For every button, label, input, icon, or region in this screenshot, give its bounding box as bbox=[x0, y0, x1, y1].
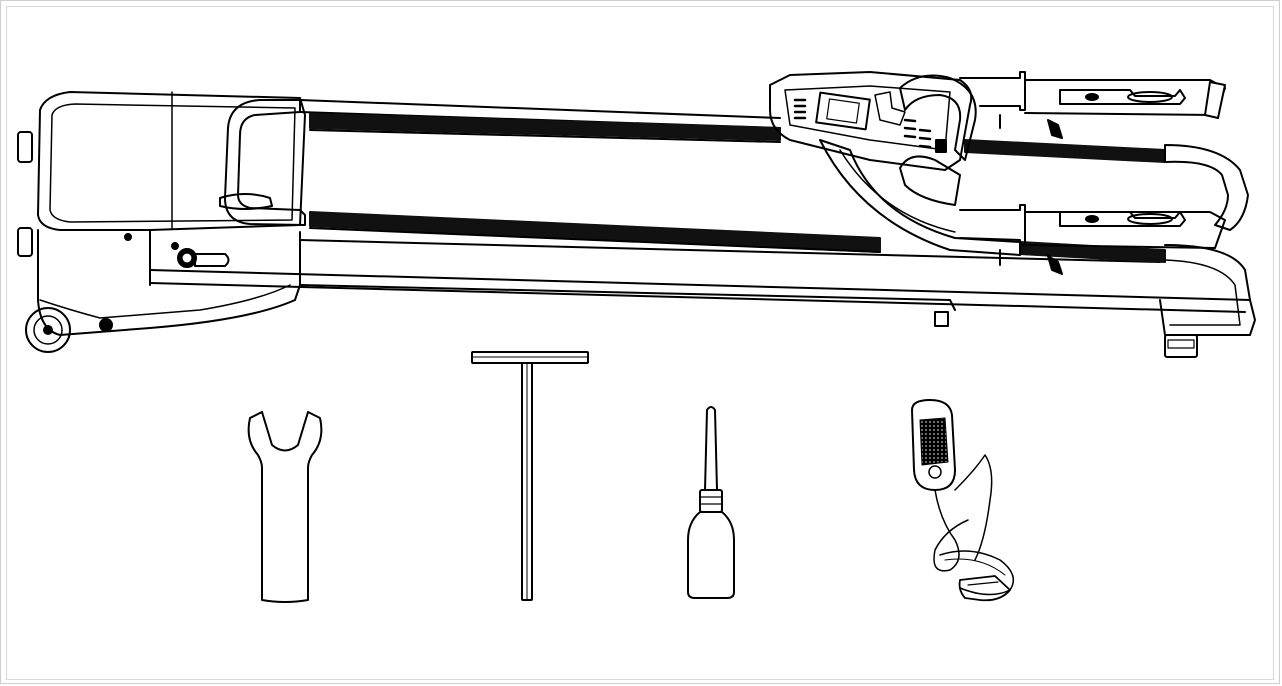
console-buttons-right bbox=[903, 118, 932, 149]
motor-cover-inner bbox=[49, 103, 296, 223]
belt-top-right bbox=[964, 139, 1166, 163]
console-buttons-left bbox=[793, 98, 807, 120]
console-body bbox=[769, 71, 973, 171]
lubricant-bottle-icon bbox=[687, 406, 735, 599]
open-end-wrench-icon bbox=[247, 411, 323, 603]
front-wheel bbox=[25, 307, 71, 353]
handlebar-top bbox=[959, 71, 1026, 111]
figure-inner-frame bbox=[6, 6, 1274, 680]
side-knob-bottom bbox=[17, 227, 33, 257]
rail-bottom bbox=[299, 239, 1161, 263]
left-handrail bbox=[224, 99, 306, 226]
front-base bbox=[37, 229, 301, 336]
front-bolt bbox=[99, 318, 113, 332]
console-display bbox=[815, 91, 871, 131]
belt-top bbox=[309, 113, 781, 141]
rear-foot bbox=[1164, 334, 1198, 358]
left-foot-pad bbox=[219, 193, 273, 210]
column-arch bbox=[899, 74, 977, 161]
handlebar-bottom bbox=[959, 204, 1026, 246]
side-knob-top bbox=[17, 131, 33, 163]
rail-base bbox=[149, 282, 1246, 313]
t-allen-key-icon bbox=[471, 351, 589, 601]
rail-top bbox=[299, 99, 781, 119]
upright-column bbox=[819, 139, 1021, 256]
rear-end-cap bbox=[1164, 144, 1249, 231]
treadmill-folded-icon bbox=[17, 71, 1256, 358]
rail-bottom-2 bbox=[149, 269, 1251, 301]
safety-key-clip-icon bbox=[911, 399, 1015, 602]
